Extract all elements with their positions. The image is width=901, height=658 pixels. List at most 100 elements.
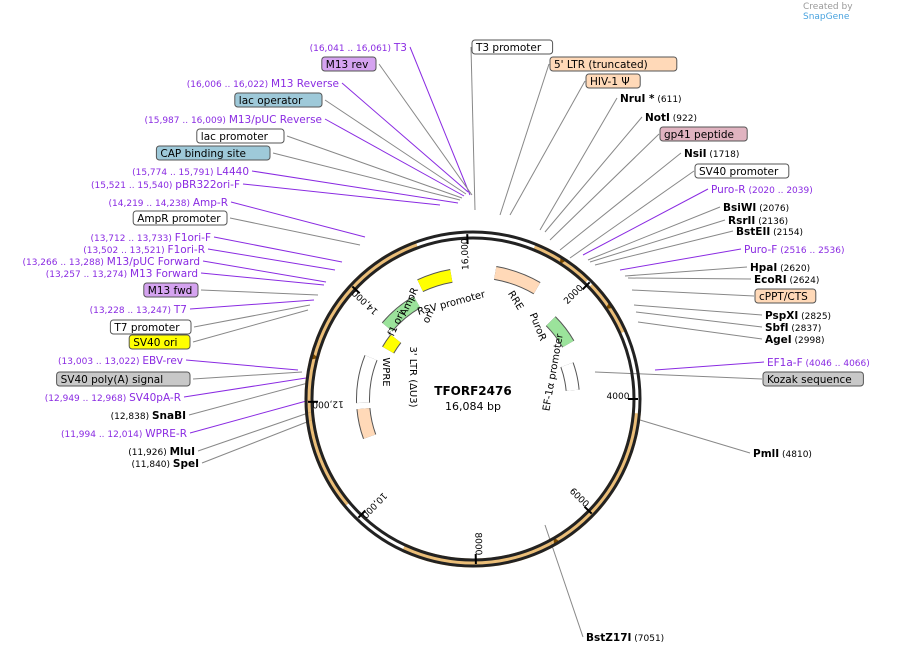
primer-name: Puro-R <box>711 184 746 196</box>
plasmid-size: 16,084 bp <box>445 400 501 413</box>
primer-label: (15,774 .. 15,791) L4440 <box>132 166 249 178</box>
enzyme-coord: (11,840) <box>132 460 173 470</box>
map-label: (13,712 .. 13,733) F1ori-F <box>90 232 211 244</box>
label-text: SV40 poly(A) signal <box>61 374 164 386</box>
enzyme-name: PmlI <box>753 448 779 460</box>
enzyme-name: SnaBI <box>152 410 186 422</box>
feature-arc <box>401 412 641 568</box>
leader-line <box>188 382 309 416</box>
primer-name: M13/pUC Reverse <box>229 114 322 126</box>
primer-name: Puro-F <box>744 244 777 256</box>
leader-line <box>192 371 303 380</box>
map-label: BsiWI (2076) <box>723 202 789 214</box>
primer-coord: (11,994 .. 12,014) <box>61 430 145 440</box>
primer-label: (14,219 .. 14,238) Amp-R <box>109 197 228 209</box>
map-label: 5' LTR (truncated) <box>549 56 678 72</box>
enzyme-coord: (2624) <box>787 276 820 286</box>
inner-feature-label: PuroR <box>527 311 548 342</box>
map-label: NotI (922) <box>645 112 697 124</box>
primer-name: T3 <box>393 42 407 54</box>
map-label: HIV-1 Ψ <box>585 73 641 89</box>
primer-label: (15,521 .. 15,540) pBR322ori-F <box>91 179 240 191</box>
snapgene-credit: Created by SnapGene <box>803 2 901 22</box>
map-label: (16,006 .. 16,022) M13 Reverse <box>187 78 339 90</box>
enzyme-name: PspXI <box>765 310 798 322</box>
enzyme-label: BstZ17I (7051) <box>586 632 664 644</box>
feature-arc <box>304 240 419 508</box>
map-label: Puro-F (2516 .. 2536) <box>744 244 844 256</box>
leader-line <box>189 299 315 310</box>
enzyme-label: (12,838) SnaBI <box>111 410 186 422</box>
map-label: T7 promoter <box>109 319 192 335</box>
map-label: PmlI (4810) <box>753 448 812 460</box>
leader-line <box>582 188 709 256</box>
enzyme-coord: (611) <box>655 95 682 105</box>
map-label: (13,266 .. 13,288) M13/pUC Forward <box>22 256 200 268</box>
tick-label: 2000 <box>562 283 585 306</box>
tick-mark <box>351 285 361 295</box>
map-label: BstEII (2154) <box>736 226 803 238</box>
leader-line <box>192 309 309 343</box>
enzyme-coord: (7051) <box>631 634 664 644</box>
label-box <box>109 319 192 335</box>
tick-label: 10,000 <box>359 490 388 520</box>
inner-feature <box>357 355 377 404</box>
leader-line <box>544 116 643 233</box>
leader-line <box>202 260 327 283</box>
label-text: T3 promoter <box>475 42 542 54</box>
inner-feature <box>561 362 579 391</box>
label-box <box>754 288 817 304</box>
primer-label: (11,994 .. 12,014) WPRE-R <box>61 428 187 440</box>
primer-coord: (15,521 .. 15,540) <box>91 181 175 191</box>
leader-line <box>569 170 695 259</box>
label-box <box>155 145 271 161</box>
leader-line <box>624 266 748 277</box>
enzyme-coord: (922) <box>670 114 697 124</box>
label-text: gp41 peptide <box>664 129 734 141</box>
inner-feature-label: WPRE <box>380 357 391 386</box>
leader-line <box>559 152 682 251</box>
leader-line <box>631 289 755 297</box>
inner-feature <box>494 267 540 294</box>
map-label: (12,949 .. 12,968) SV40pA-R <box>45 392 181 404</box>
map-label: (15,987 .. 16,009) M13/pUC Reverse <box>145 114 323 126</box>
enzyme-name: RsrII <box>728 215 755 227</box>
label-text: CAP binding site <box>160 148 246 160</box>
label-box <box>694 163 790 179</box>
leader-line <box>654 361 765 371</box>
primer-coord: (16,006 .. 16,022) <box>187 80 271 90</box>
map-label: EcoRI (2624) <box>754 274 819 286</box>
leader-line <box>539 97 618 231</box>
enzyme-coord: (2998) <box>792 336 825 346</box>
primer-coord: (4046 .. 4066) <box>803 359 870 369</box>
leader-line <box>637 321 763 340</box>
enzyme-coord: (2620) <box>777 264 810 274</box>
primer-name: M13 Forward <box>130 268 198 280</box>
leader-line <box>409 46 471 196</box>
enzyme-label: AgeI (2998) <box>765 334 824 346</box>
map-label: HpaI (2620) <box>750 262 810 274</box>
map-label: (15,774 .. 15,791) L4440 <box>132 166 249 178</box>
map-label: SbfI (2837) <box>765 322 821 334</box>
enzyme-coord: (4810) <box>779 450 812 460</box>
map-label: cPPT/CTS <box>754 288 817 304</box>
leader-line <box>201 419 313 464</box>
label-text: SV40 promoter <box>699 166 779 178</box>
inner-feature <box>357 407 376 439</box>
primer-name: SV40pA-R <box>129 392 181 404</box>
leader-line <box>242 183 441 206</box>
primer-label: Puro-F (2516 .. 2536) <box>744 244 844 256</box>
tick-label: 8000 <box>472 532 482 555</box>
tick-label: 4000 <box>607 392 630 402</box>
map-label: Kozak sequence <box>762 371 864 387</box>
label-text: M13 fwd <box>148 285 193 297</box>
tick-mark <box>357 509 367 519</box>
map-label: T3 promoter <box>471 39 554 55</box>
map-label: EF1a-F (4046 .. 4066) <box>767 357 870 369</box>
primer-name: EBV-rev <box>142 355 183 367</box>
label-box <box>321 56 377 72</box>
tick-label: 16,000 <box>460 238 471 270</box>
primer-name: M13/pUC Forward <box>107 256 200 268</box>
